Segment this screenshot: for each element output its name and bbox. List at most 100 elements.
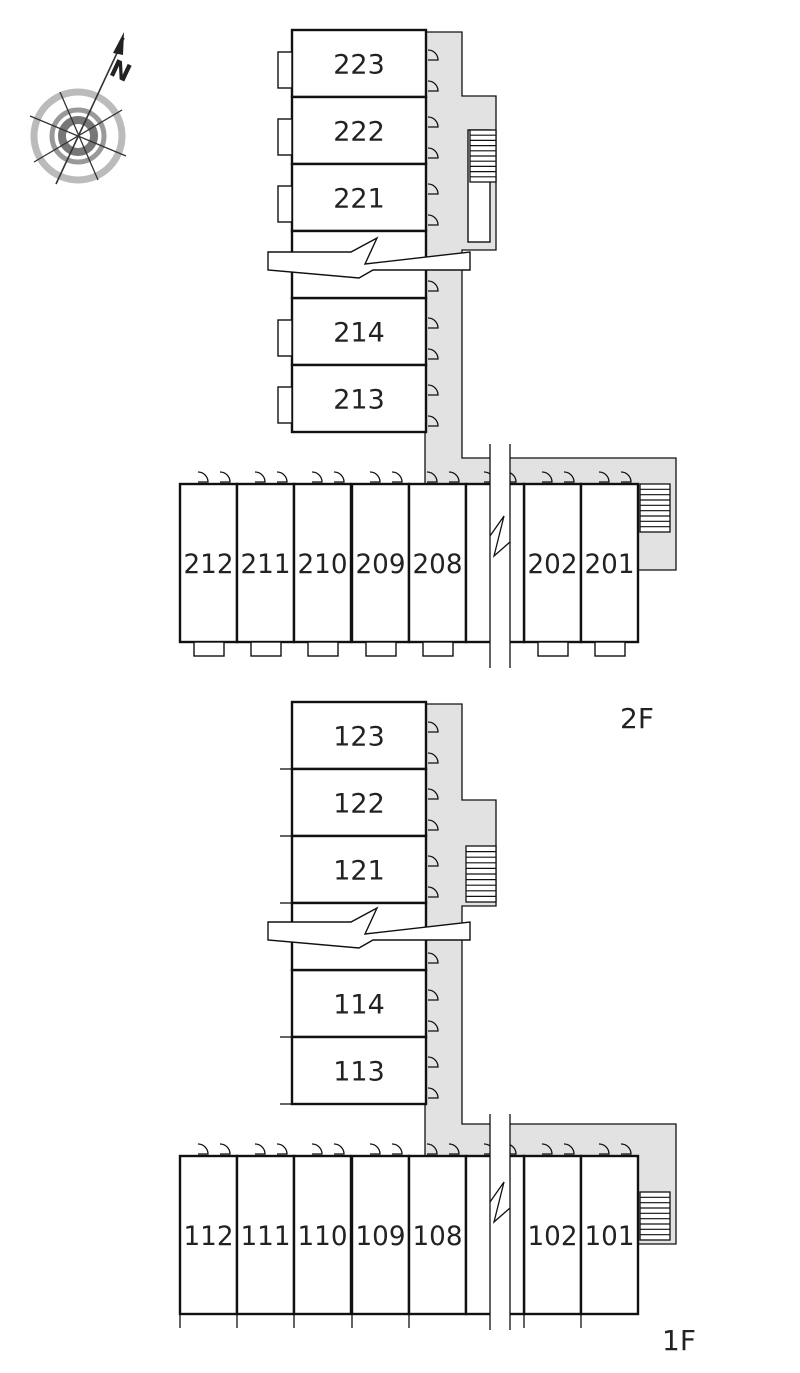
door-icon <box>448 1143 460 1155</box>
balcony <box>277 319 293 357</box>
balcony <box>594 641 626 657</box>
door-icon <box>276 471 288 483</box>
room-number: 113 <box>333 1057 385 1088</box>
room-number: 213 <box>333 385 385 416</box>
door-icon <box>427 886 439 898</box>
room-number: 201 <box>585 549 635 580</box>
room-number: 222 <box>333 117 385 148</box>
room-number: 102 <box>528 1221 578 1252</box>
balcony <box>193 641 225 657</box>
room-number: 108 <box>413 1221 463 1252</box>
room-outline <box>292 482 353 644</box>
door-icon <box>254 1143 266 1155</box>
balcony <box>365 641 397 657</box>
door-icon <box>541 1143 553 1155</box>
balcony <box>537 641 569 657</box>
balcony <box>277 386 293 424</box>
room: 202 <box>522 471 583 657</box>
room: 223 <box>277 28 439 99</box>
room-number: 110 <box>298 1221 348 1252</box>
north-label: N <box>105 54 135 88</box>
floor-break <box>267 906 471 949</box>
door-icon <box>427 317 439 329</box>
room: 113 <box>280 1035 439 1106</box>
door-icon <box>563 471 575 483</box>
room: 208 <box>407 471 468 657</box>
room: 214 <box>277 296 439 367</box>
door-icon <box>563 1143 575 1155</box>
room-outline <box>579 1154 640 1316</box>
floor-break <box>489 1114 511 1330</box>
room-number: 210 <box>298 549 348 580</box>
door-icon <box>427 855 439 867</box>
door-icon <box>197 1143 209 1155</box>
door-icon <box>598 471 610 483</box>
balcony <box>277 51 293 89</box>
room: 210 <box>292 471 353 657</box>
balcony <box>277 118 293 156</box>
door-icon <box>311 1143 323 1155</box>
room: 108 <box>407 1143 468 1328</box>
room-outline <box>522 1154 583 1316</box>
door-icon <box>391 471 403 483</box>
room-outline <box>290 834 428 905</box>
room: 201 <box>579 471 640 657</box>
door-icon <box>427 788 439 800</box>
room: 101 <box>579 1143 640 1328</box>
door-icon <box>427 415 439 427</box>
door-icon <box>427 1056 439 1068</box>
door-icon <box>427 280 439 292</box>
room: 222 <box>277 95 439 166</box>
room-outline <box>290 1035 428 1106</box>
door-icon <box>427 183 439 195</box>
room: 111 <box>235 1143 296 1328</box>
balcony <box>250 641 282 657</box>
door-icon <box>427 1087 439 1099</box>
balcony <box>277 185 293 223</box>
door-icon <box>620 1143 632 1155</box>
door-icon <box>427 952 439 964</box>
door-icon <box>427 752 439 764</box>
room-outline <box>579 482 640 644</box>
room-number: 109 <box>356 1221 406 1252</box>
room-outline <box>350 1154 411 1316</box>
room-number: 208 <box>413 549 463 580</box>
balcony <box>422 641 454 657</box>
floor-label-2f: 2F <box>620 702 654 735</box>
door-icon <box>427 721 439 733</box>
staircase <box>465 845 497 903</box>
door-icon <box>333 1143 345 1155</box>
room-number: 209 <box>356 549 406 580</box>
door-icon <box>197 471 209 483</box>
door-icon <box>426 1143 438 1155</box>
room: 121 <box>280 834 439 905</box>
room-number: 121 <box>333 856 385 887</box>
staircase <box>639 483 671 533</box>
room: 221 <box>277 162 439 233</box>
room-outline <box>290 296 428 367</box>
compass-icon: N <box>29 32 136 185</box>
room-outline <box>235 482 296 644</box>
room: 109 <box>350 1143 411 1328</box>
room-number: 223 <box>333 50 385 81</box>
room-outline <box>290 162 428 233</box>
staircase <box>469 129 497 183</box>
floor-break <box>267 236 471 279</box>
door-icon <box>276 1143 288 1155</box>
room: 110 <box>292 1143 353 1328</box>
door-icon <box>427 147 439 159</box>
room-outline <box>350 482 411 644</box>
door-icon <box>426 471 438 483</box>
room-number: 122 <box>333 789 385 820</box>
room-number: 114 <box>333 990 385 1021</box>
door-icon <box>427 384 439 396</box>
room: 122 <box>280 767 439 838</box>
door-icon <box>620 471 632 483</box>
room-number: 221 <box>333 184 385 215</box>
room-number: 111 <box>241 1221 291 1252</box>
door-icon <box>427 348 439 360</box>
room-number: 211 <box>241 549 291 580</box>
floor-label-1f: 1F <box>662 1324 696 1357</box>
room: 213 <box>277 363 439 434</box>
